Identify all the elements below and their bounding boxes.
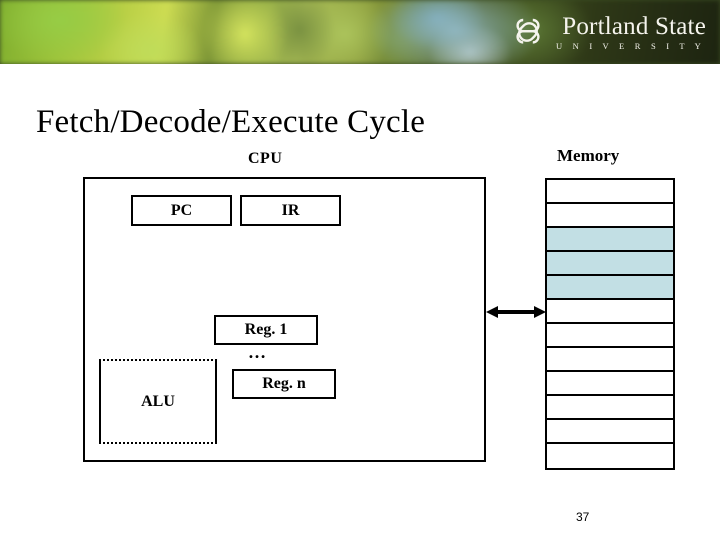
banner-photo-background	[0, 0, 720, 64]
psu-logo: Portland State U N I V E R S I T Y	[508, 10, 706, 54]
memory-cell	[547, 348, 673, 372]
pc-register-box: PC	[131, 195, 232, 226]
alu-box: ALU	[99, 359, 217, 444]
memory-cell	[547, 396, 673, 420]
logo-name-primary: Portland State	[562, 12, 706, 40]
memory-cell	[547, 420, 673, 444]
logo-name-secondary: U N I V E R S I T Y	[556, 40, 705, 51]
register-n-box: Reg. n	[232, 369, 336, 399]
ir-register-box: IR	[240, 195, 341, 226]
psu-wordmark: Portland State U N I V E R S I T Y	[556, 14, 706, 51]
register-ellipsis: …	[248, 342, 267, 362]
psu-knot-logo-icon	[516, 18, 540, 44]
memory-cell	[547, 444, 673, 468]
memory-cell	[547, 372, 673, 396]
cpu-label: CPU	[248, 150, 283, 167]
memory-cell	[547, 180, 673, 204]
page-title: Fetch/Decode/Execute Cycle	[36, 104, 426, 140]
double-headed-arrow-icon	[486, 306, 546, 318]
header-banner: Portland State U N I V E R S I T Y	[0, 0, 720, 64]
page-number: 37	[576, 510, 590, 524]
memory-cell	[547, 276, 673, 300]
memory-cell	[547, 228, 673, 252]
memory-cell	[547, 300, 673, 324]
memory-cell	[547, 252, 673, 276]
register-1-box: Reg. 1	[214, 315, 318, 345]
memory-label: Memory	[557, 146, 620, 165]
memory-cell	[547, 324, 673, 348]
memory-block	[545, 178, 675, 470]
memory-cell	[547, 204, 673, 228]
